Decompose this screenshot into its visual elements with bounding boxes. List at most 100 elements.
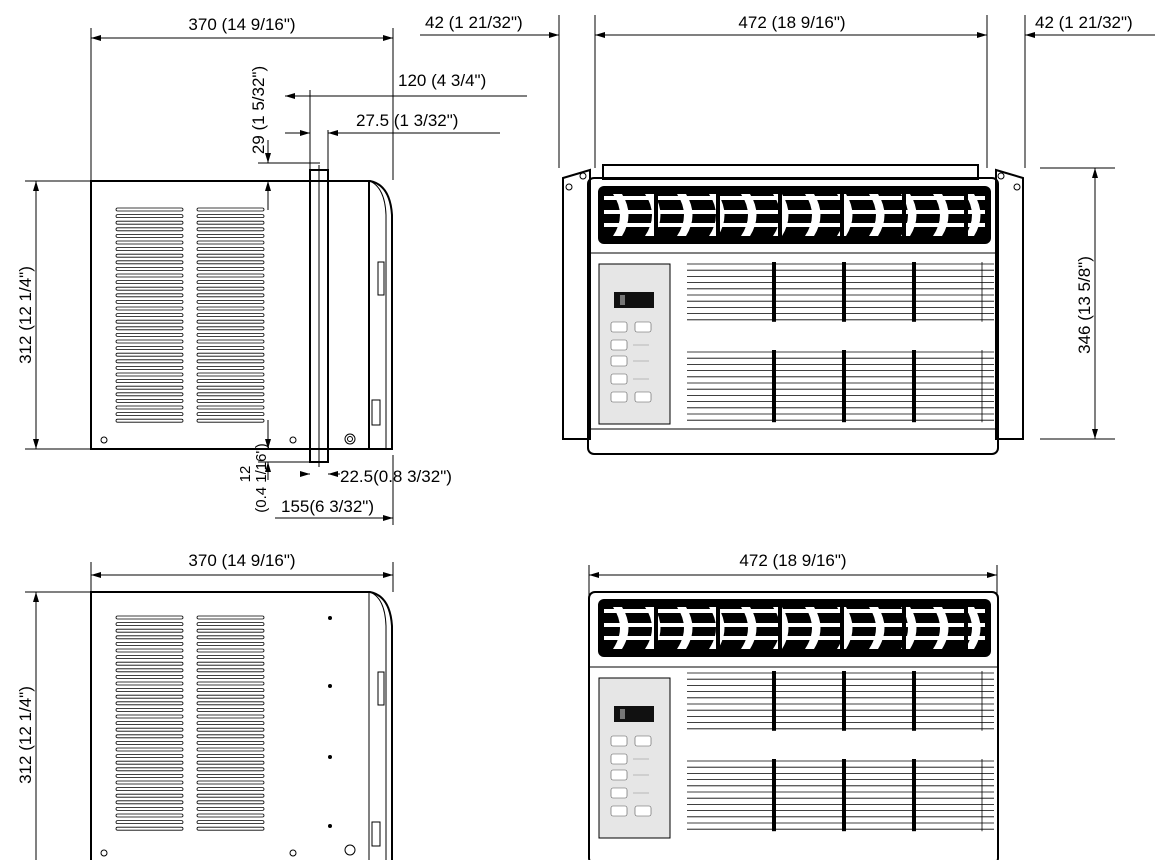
louver-slot: [196, 286, 265, 291]
control-button: [634, 391, 652, 403]
louver-slot: [196, 661, 265, 666]
louver-slot: [196, 359, 265, 364]
louver-slot: [115, 273, 184, 278]
dim-120-label: 120 (4 3/4"): [398, 71, 486, 90]
louver-slot: [115, 253, 184, 258]
louver-slot: [115, 207, 184, 212]
dim-12-label: 12: [237, 466, 254, 483]
bottom-side-width-label: 370 (14 9/16"): [188, 551, 295, 570]
louver-group: [115, 615, 184, 831]
louver-slot: [115, 392, 184, 397]
vent-vane: [901, 607, 917, 649]
louver-slot: [115, 734, 184, 739]
louver-slot: [115, 266, 184, 271]
louver-slot: [115, 727, 184, 732]
control-button: [610, 321, 628, 333]
louver-slot: [196, 392, 265, 397]
louver-slot: [196, 800, 265, 805]
louver-slot: [196, 820, 265, 824]
front-view-bottom: 472 (18 9/16"): [588, 551, 999, 860]
louver-slot: [196, 352, 265, 357]
screw-icon: [289, 436, 297, 444]
screw-icon: [344, 844, 356, 856]
louver-group: [196, 615, 265, 831]
control-panel: [598, 677, 671, 839]
louver-group: [115, 207, 184, 423]
louver-slot: [115, 780, 184, 785]
left-flange-label: 42 (1 21/32"): [425, 13, 523, 32]
louver-slot: [196, 385, 265, 390]
louver-slot: [196, 207, 265, 212]
louver-slot: [115, 767, 184, 772]
control-button: [610, 391, 628, 403]
vent-vane: [613, 194, 629, 236]
intake-grille: [687, 671, 994, 731]
screw-icon: [100, 436, 108, 444]
dim-29-label: 29 (1 5/32"): [249, 66, 268, 154]
louver-slot: [196, 280, 265, 285]
louver-slot: [196, 747, 265, 752]
louver-slot: [115, 385, 184, 390]
louver-slot: [115, 661, 184, 666]
louver-slot: [115, 813, 184, 818]
louver-slot: [196, 247, 265, 252]
louver-slot: [115, 339, 184, 344]
dim-155-label: 155(6 3/32"): [281, 497, 374, 516]
louver-slot: [115, 793, 184, 798]
louver-slot: [115, 688, 184, 692]
louver-slot: [115, 214, 184, 219]
louver-slot: [115, 280, 184, 285]
louver-slot: [115, 622, 184, 626]
louver-slot: [115, 332, 184, 337]
louver-slot: [196, 418, 265, 423]
louver-slot: [196, 405, 265, 410]
louver-slot: [196, 688, 265, 692]
vent-vane: [805, 194, 821, 236]
louver-slot: [115, 346, 184, 351]
control-button: [610, 735, 628, 747]
control-panel: [598, 263, 671, 425]
louver-slot: [115, 655, 184, 659]
louver-slot: [115, 675, 184, 679]
louver-slot: [196, 793, 265, 798]
right-side-flange: [995, 168, 1024, 440]
louver-slot: [115, 820, 184, 824]
louver-slot: [196, 741, 265, 745]
louver-slot: [115, 233, 184, 238]
louver-slot: [115, 741, 184, 745]
louver-slot: [196, 313, 265, 318]
louver-slot: [196, 648, 265, 653]
louver-group: [196, 207, 265, 423]
louver-slot: [196, 714, 265, 719]
louver-slot: [115, 260, 184, 265]
control-button: [610, 769, 628, 781]
control-button: [610, 339, 628, 351]
vent-vane: [901, 194, 917, 236]
louver-slot: [196, 319, 265, 324]
vent-vane: [869, 194, 885, 236]
louver-slot: [196, 260, 265, 265]
louver-slot: [115, 365, 184, 370]
cabinet-body: [90, 180, 370, 450]
louver-slot: [196, 365, 265, 370]
screw-icon: [344, 433, 356, 445]
louver-slot: [115, 398, 184, 403]
louver-slot: [196, 807, 265, 811]
louver-slot: [196, 721, 265, 725]
louver-slot: [115, 326, 184, 331]
front-view-top: 42 (1 21/32") 472 (18 9/16") 42 (1 21/32…: [420, 13, 1155, 455]
louver-slot: [115, 714, 184, 719]
control-button: [610, 787, 628, 799]
side-view-top: 370 (14 9/16") 312 (12 1/4") 120 (4 3/4"…: [16, 15, 527, 525]
control-button: [634, 321, 652, 333]
front-width-label: 472 (18 9/16"): [738, 13, 845, 32]
louver-slot: [196, 701, 265, 706]
louver-slot: [196, 299, 265, 304]
louver-slot: [196, 398, 265, 403]
louver-slot: [196, 227, 265, 232]
louver-slot: [115, 418, 184, 423]
dim-12-sub-label: (0.4 1/16"): [253, 443, 270, 513]
louver-slot: [196, 694, 265, 699]
vent-vane: [677, 607, 693, 649]
